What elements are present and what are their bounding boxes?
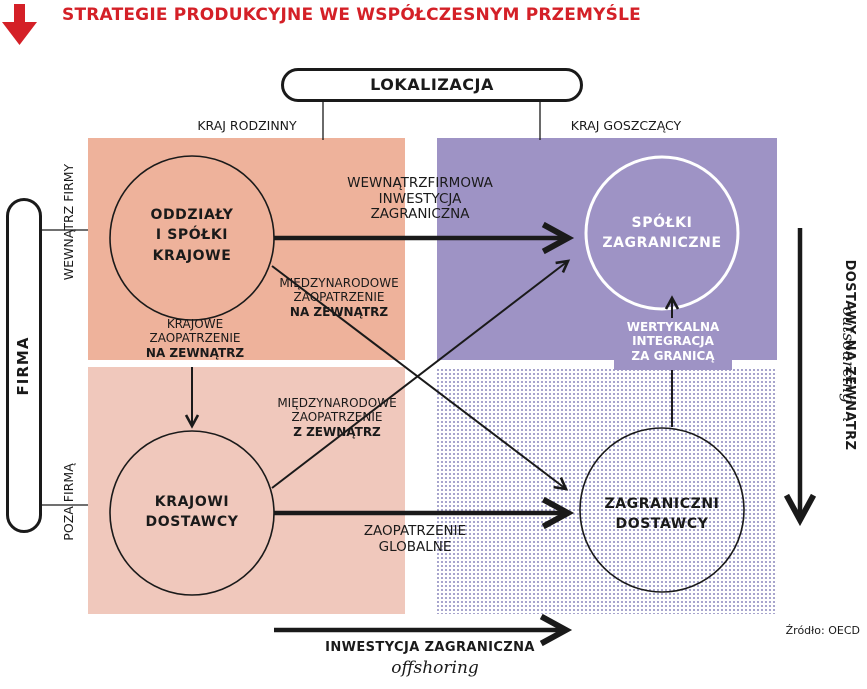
label-vert-int-line-3: ZA GRANICĄ [631, 348, 715, 363]
label-vert-int-line-1: WERTYKALNA [626, 320, 720, 334]
label-intrafirm-line-2: INWESTYCJA [378, 190, 462, 207]
label-dom-out-line-3: NA ZEWNĄTRZ [145, 345, 245, 360]
firm-label: FIRMA [14, 336, 32, 396]
offshoring-axis-label: INWESTYCJA ZAGRANICZNA [325, 640, 535, 655]
node-domestic-branches-line-1: ODDZIAŁY [150, 207, 234, 223]
firm-pill [6, 198, 42, 533]
location-pill [281, 68, 583, 102]
node-foreign-suppliers-line-2: DOSTAWCY [615, 516, 709, 533]
label-domestic-outsourcing: KRAJOWE ZAOPATRZENIE NA ZEWNĄTRZ [120, 317, 270, 360]
label-global-line-1: ZAOPATRZENIE [363, 523, 467, 539]
node-domestic-branches: ODDZIAŁY I SPÓŁKI KRAJOWE [112, 205, 272, 266]
label-vertical-integration: WERTYKALNA INTEGRACJA ZA GRANICĄ [612, 320, 734, 363]
vertical-integration-label-bg [614, 318, 732, 370]
page-title: STRATEGIE PRODUKCYJNE WE WSPÓŁCZESNYM PR… [62, 5, 641, 25]
label-global-line-2: GLOBALNE [378, 538, 452, 555]
node-domestic-suppliers-line-2: DOSTAWCY [145, 514, 239, 531]
label-dom-out-line-1: KRAJOWE [166, 317, 224, 331]
node-circle-foreign-suppliers [579, 427, 745, 593]
label-intl-out-1-line-3: NA ZEWNĄTRZ [289, 304, 389, 319]
offshoring-axis-sublabel: offshoring [391, 658, 479, 678]
label-vert-int-line-2: INTEGRACJA [632, 334, 714, 349]
label-intl-out-1-line-2: ZAOPATRZENIE [293, 290, 385, 305]
node-foreign-companies: SPÓŁKI ZAGRANICZNE [586, 213, 738, 254]
label-international-outsourcing-1: MIĘDZYNARODOWE ZAOPATRZENIE NA ZEWNĄTRZ [264, 276, 414, 319]
label-intl-out-2-line-2: ZAOPATRZENIE [291, 410, 383, 425]
host-country-label: KRAJ GOSZCZĄCY [570, 118, 682, 133]
outsourcing-axis-sublabel: outsourcing [839, 306, 858, 404]
node-domestic-branches-line-2: I SPÓŁKI [155, 227, 229, 244]
label-intl-out-2-line-3: Z ZEWNĄTRZ [293, 424, 381, 439]
label-intrafirm-investment: WEWNĄTRZFIRMOWA INWESTYCJA ZAGRANICZNA [320, 175, 520, 223]
label-intrafirm-line-3: ZAGRANICZNA [370, 206, 470, 223]
label-international-outsourcing-2: MIĘDZYNARODOWE ZAOPATRZENIE Z ZEWNĄTRZ [262, 396, 412, 439]
label-intl-out-1-line-1: MIĘDZYNARODOWE [279, 276, 399, 290]
label-intl-out-2-line-1: MIĘDZYNARODOWE [277, 396, 397, 410]
node-circle-foreign-companies [584, 155, 740, 311]
node-foreign-suppliers-line-1: ZAGRANICZNI [604, 496, 720, 512]
node-domestic-branches-line-3: KRAJOWE [152, 247, 232, 264]
outside-firm-label: POZA FIRMĄ [61, 463, 76, 541]
label-intrafirm-line-1: WEWNĄTRZFIRMOWA [347, 175, 493, 191]
node-foreign-suppliers: ZAGRANICZNI DOSTAWCY [582, 494, 742, 535]
down-arrow-icon [2, 4, 37, 45]
home-country-label: KRAJ RODZINNY [197, 118, 297, 133]
arrow-suppliers-to-foreign-companies [271, 259, 571, 489]
node-domestic-suppliers-line-1: KRAJOWI [154, 494, 230, 510]
location-label: LOKALIZACJA [370, 75, 494, 94]
within-firm-label: WEWNĄTRZ FIRMY [61, 163, 76, 281]
node-domestic-suppliers: KRAJOWI DOSTAWCY [112, 492, 272, 533]
arrow-domestic-to-foreign-suppliers [271, 265, 569, 491]
label-dom-out-line-2: ZAOPATRZENIE [149, 331, 241, 346]
node-foreign-companies-line-2: ZAGRANICZNE [602, 235, 722, 252]
label-global-sourcing: ZAOPATRZENIE GLOBALNE [345, 523, 485, 555]
node-foreign-companies-line-1: SPÓŁKI [631, 215, 693, 231]
source-note: Źródło: OECD [785, 624, 860, 637]
